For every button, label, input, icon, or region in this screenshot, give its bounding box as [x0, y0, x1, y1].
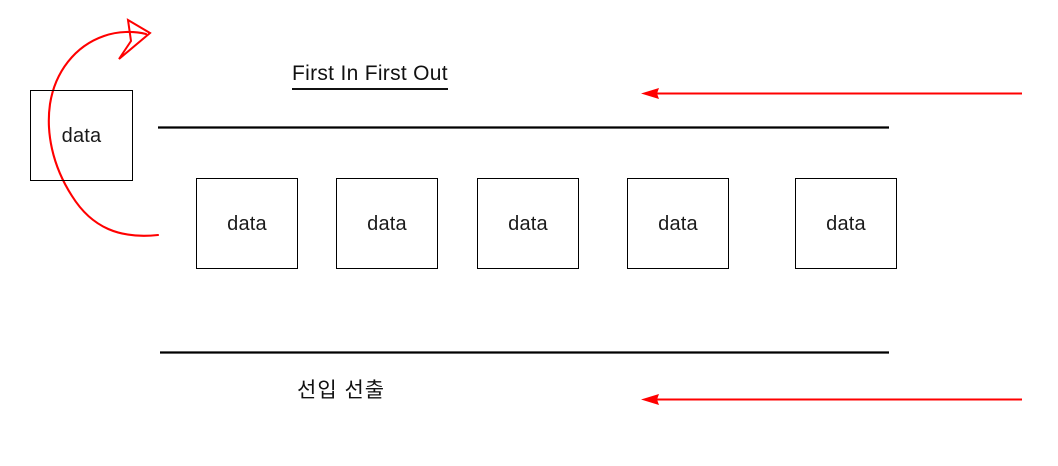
queue-data-box-3[interactable]: data	[477, 178, 579, 269]
queue-data-box-label: data	[367, 212, 407, 235]
queue-data-box-1[interactable]: data	[196, 178, 298, 269]
bottom-flow-arrow-left	[641, 394, 1022, 405]
queue-data-box-label: data	[227, 212, 267, 235]
queue-data-box-2[interactable]: data	[336, 178, 438, 269]
queue-data-box-label: data	[658, 212, 698, 235]
queue-data-box-label: data	[826, 212, 866, 235]
queue-data-box-5[interactable]: data	[795, 178, 897, 269]
diagram-title-korean: 선입 선출	[297, 379, 386, 402]
bottom-flow-arrow-head	[641, 394, 659, 405]
queue-data-box-4[interactable]: data	[627, 178, 729, 269]
incoming-data-box-label: data	[61, 124, 102, 147]
queue-data-box-label: data	[508, 212, 548, 235]
enqueue-loop-arrow-head	[118, 18, 152, 60]
top-flow-arrow-head	[641, 88, 659, 99]
diagram-title-english: First In First Out	[292, 62, 448, 90]
top-flow-arrow-left	[641, 88, 1022, 99]
incoming-data-box[interactable]: data	[30, 90, 133, 181]
